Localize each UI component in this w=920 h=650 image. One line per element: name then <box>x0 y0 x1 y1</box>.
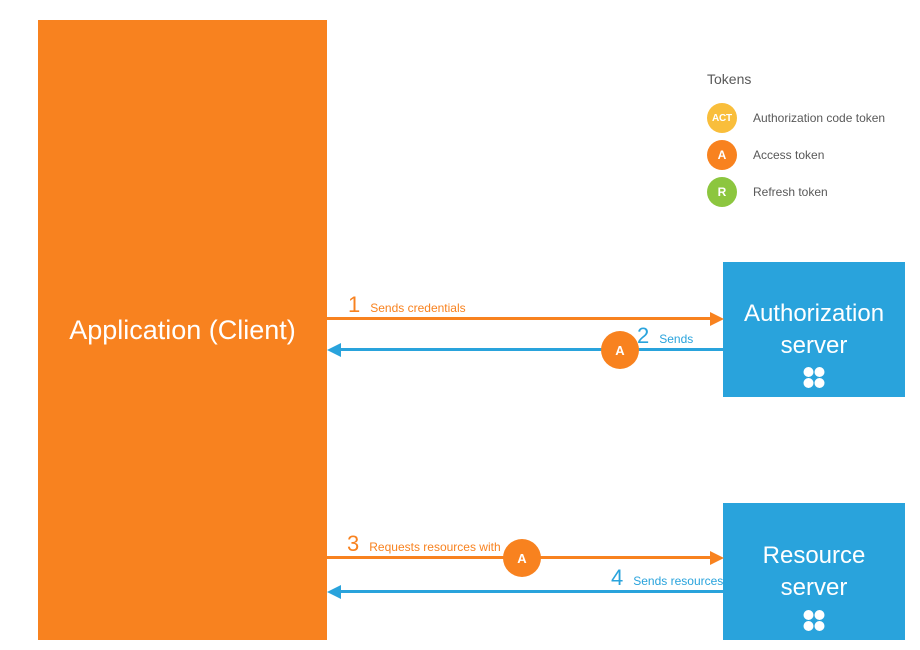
access-token-badge: A <box>503 539 541 577</box>
application-client-label: Application (Client) <box>69 314 296 345</box>
flow-4-arrowhead <box>327 585 341 599</box>
flow-2-step-number: 2 <box>637 323 650 348</box>
authorization-server-label-line1: Authorization <box>743 299 885 327</box>
flow-2-line <box>340 348 723 351</box>
flow-1-label: 1 Sends credentials <box>348 294 466 316</box>
flow-2-label: 2 Sends <box>637 325 693 347</box>
legend-item: R Refresh token <box>707 177 885 207</box>
access-token-badge: A <box>707 140 737 170</box>
flow-1-arrowhead <box>710 312 724 326</box>
clover-icon <box>803 610 825 631</box>
access-token-badge: A <box>601 331 639 369</box>
flow-3-step-text: Requests resources with <box>369 540 501 554</box>
legend-item-label: Authorization code token <box>753 111 886 125</box>
authorization-code-token-badge: ACT <box>707 103 737 133</box>
application-client-box: Application (Client) <box>38 20 327 640</box>
flow-4-label: 4 Sends resources <box>611 567 723 589</box>
flow-2-step-text: Sends <box>659 332 694 346</box>
flow-3-step-number: 3 <box>347 531 360 556</box>
legend-item: ACT Authorization code token <box>707 103 885 133</box>
clover-icon <box>803 367 825 388</box>
authorization-server-label-line2: server <box>780 331 848 359</box>
authorization-server-box: Authorization server <box>723 262 905 397</box>
flow-4-step-text: Sends resources <box>633 574 724 588</box>
flow-3-arrowhead <box>710 551 724 565</box>
flow-4-line <box>340 590 723 593</box>
resource-server-label-line2: server <box>780 573 848 601</box>
legend-item: A Access token <box>707 140 885 170</box>
flow-1-line <box>327 317 711 320</box>
legend-item-label: Refresh token <box>753 185 828 199</box>
legend-item-label: Access token <box>753 148 825 162</box>
flow-3-label: 3 Requests resources with <box>347 533 501 555</box>
resource-server-label-line1: Resource <box>762 541 866 569</box>
flow-1-step-text: Sends credentials <box>370 301 466 315</box>
resource-server-box: Resource server <box>723 503 905 640</box>
legend-title: Tokens <box>707 71 752 87</box>
flow-2-arrowhead <box>327 343 341 357</box>
refresh-token-badge: R <box>707 177 737 207</box>
tokens-legend: Tokens ACT Authorization code token A Ac… <box>707 71 885 214</box>
flow-4-step-number: 4 <box>611 565 624 590</box>
flow-1-step-number: 1 <box>348 292 361 317</box>
